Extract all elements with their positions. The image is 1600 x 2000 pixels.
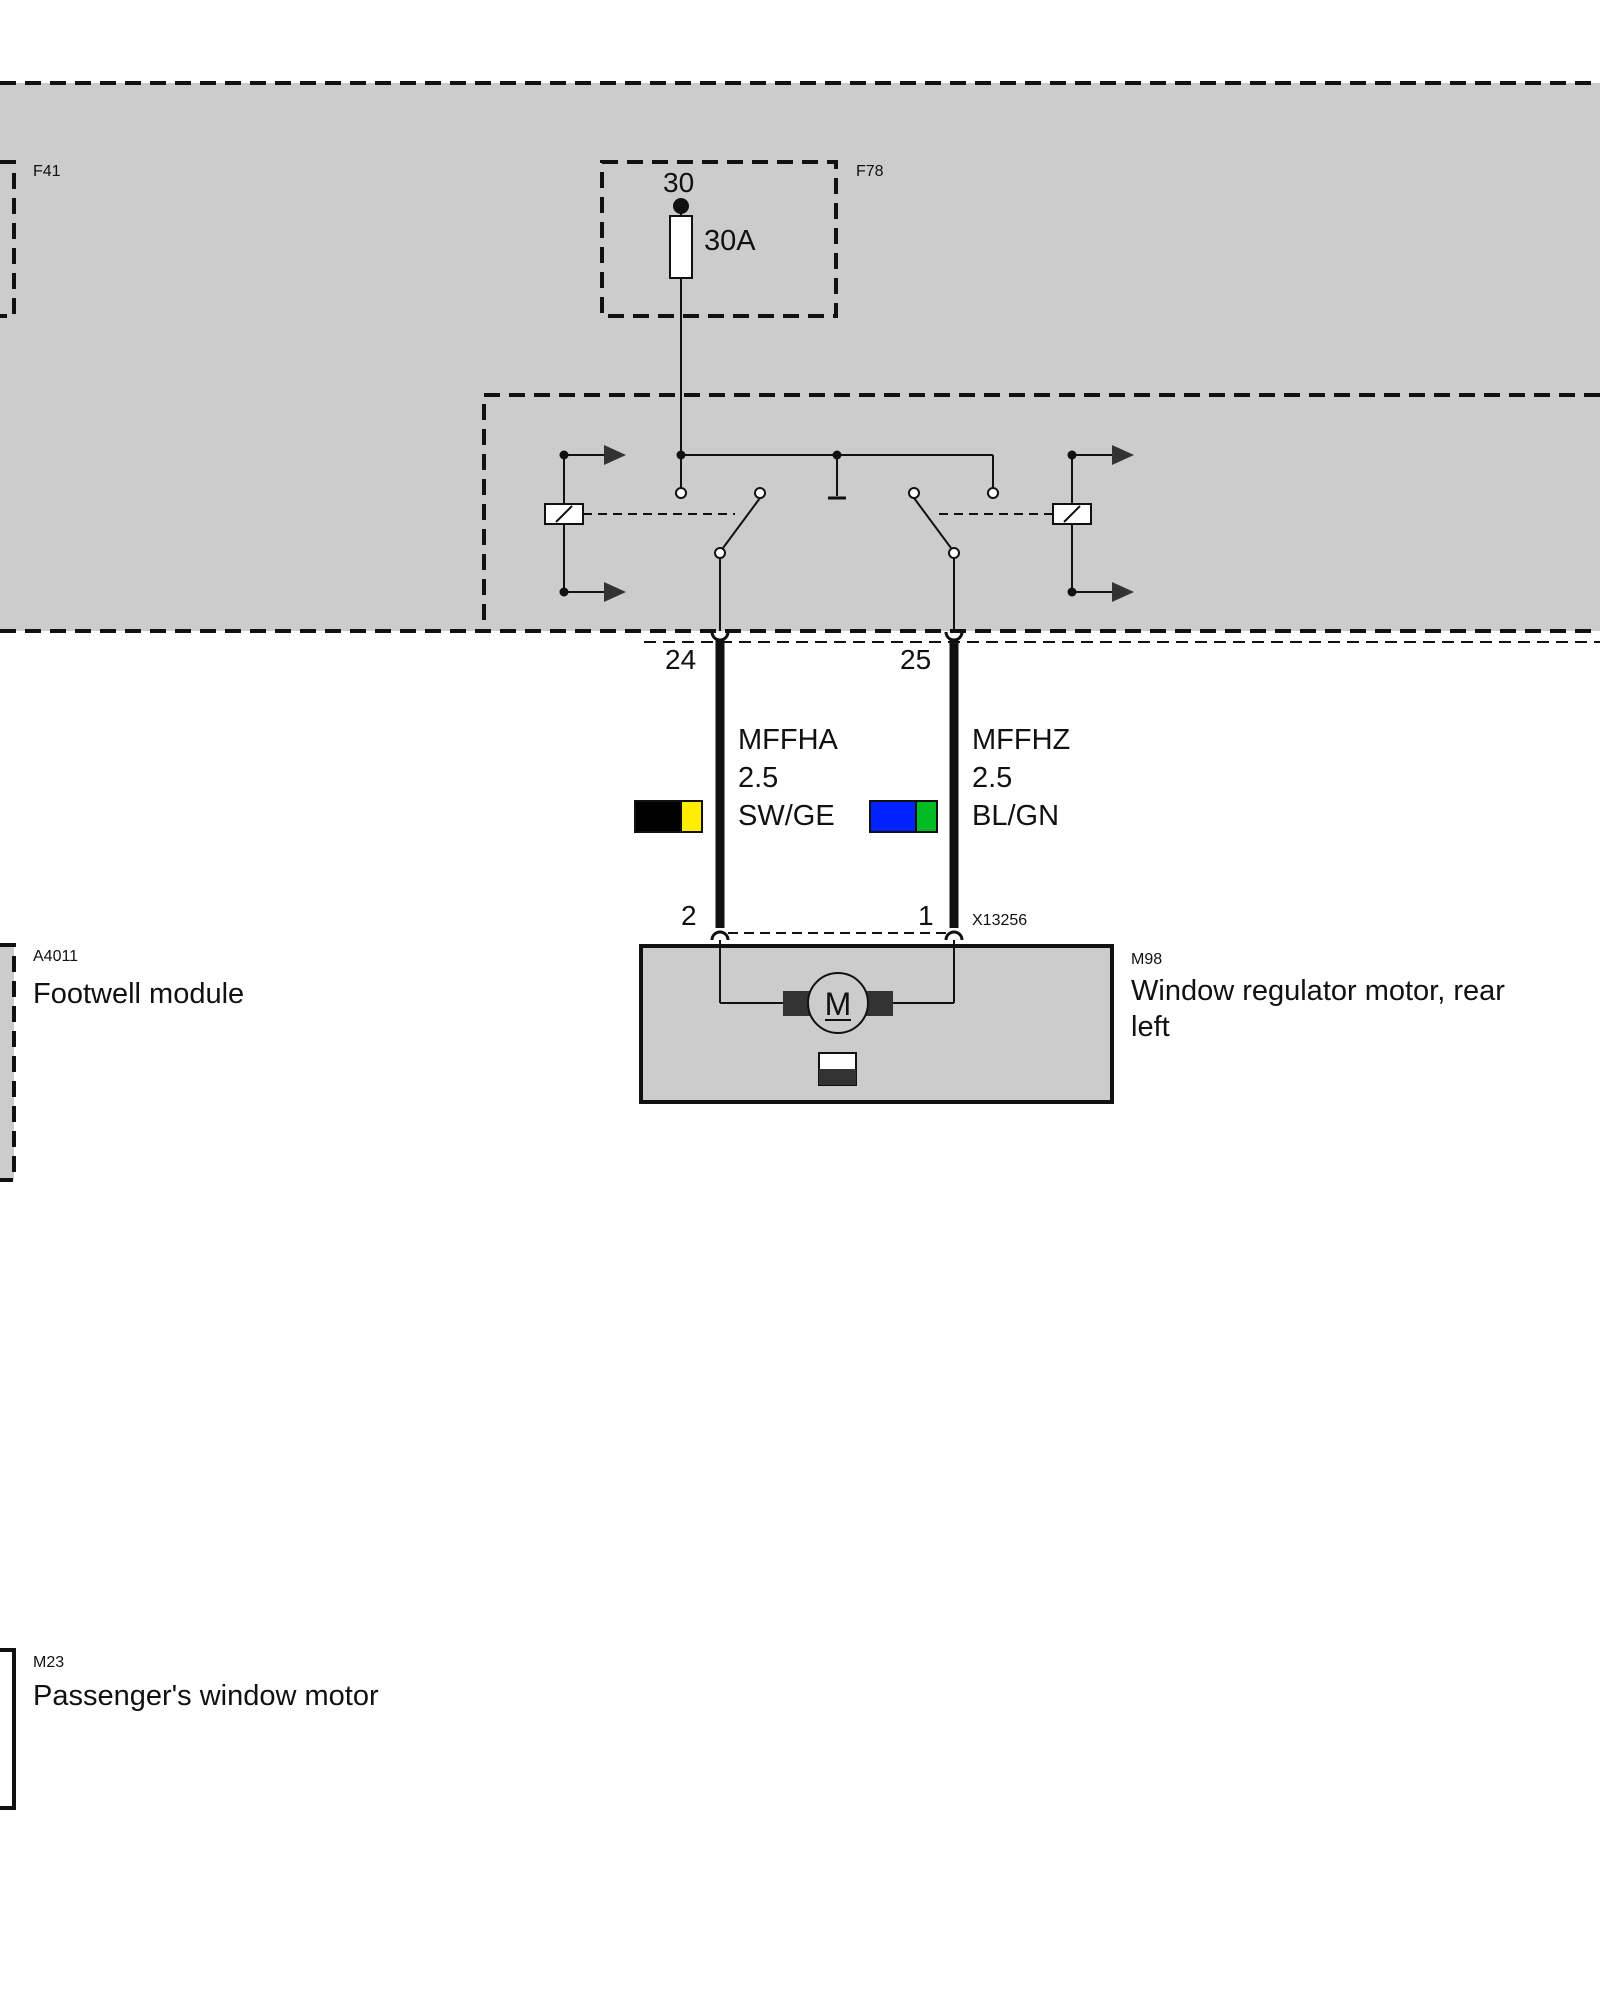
wire-mffha: MFFHA 2.5 SW/GE [634, 631, 839, 941]
fuse-f41-box: F41 [0, 160, 61, 318]
wire-mffha-name: MFFHA [738, 724, 839, 756]
window-icon [818, 1052, 857, 1086]
relay-switch-right [913, 497, 952, 549]
arrow-right-icon [604, 582, 626, 602]
wire-mffhz: MFFHZ 2.5 BL/GN [869, 631, 1070, 941]
pin-24-label: 24 [665, 644, 696, 675]
pin-25-label: 25 [900, 644, 931, 675]
wire-mffhz-color: BL/GN [972, 800, 1059, 832]
relay-switch-left [722, 497, 761, 549]
terminal-30-label: 30 [663, 167, 694, 198]
pin-1-label: 1 [918, 900, 934, 931]
footwell-module-body [0, 81, 1600, 643]
footwell-module-label-group: A4011 Footwell module [0, 943, 244, 1182]
rear-left-motor-component: M M98 Window regulator motor, rear left [639, 940, 1505, 1104]
motor-connector-ref: X13256 [972, 912, 1027, 929]
wire-mffhz-swatch [869, 800, 938, 833]
wire-mffha-gauge: 2.5 [738, 762, 778, 794]
fuse-icon [669, 215, 693, 279]
motor-symbol: M [825, 986, 852, 1022]
fuse-f78-box: F78 30 30A [600, 160, 884, 318]
arrow-right-icon [1112, 445, 1134, 465]
motor-icon: M [783, 972, 893, 1034]
passenger-motor-name: Passenger's window motor [33, 1680, 379, 1712]
wire-mffhz-gauge: 2.5 [972, 762, 1012, 794]
footwell-module-name: Footwell module [33, 978, 244, 1010]
footwell-module-ref: A4011 [33, 948, 78, 965]
rear-motor-name-line2: left [1131, 1011, 1170, 1043]
arrow-right-icon [1112, 582, 1134, 602]
rear-motor-name-line1: Window regulator motor, rear [1131, 975, 1505, 1007]
rear-motor-ref: M98 [1131, 951, 1162, 968]
fuse-f41-ref: F41 [33, 163, 61, 180]
relay-box [482, 316, 1600, 631]
pin-2-label: 2 [681, 900, 697, 931]
arrow-right-icon [604, 445, 626, 465]
wire-mffhz-name: MFFHZ [972, 724, 1070, 756]
wire-mffha-swatch [634, 800, 703, 833]
passenger-motor-ref: M23 [33, 1654, 64, 1671]
passenger-motor-label-group: M23 Passenger's window motor [0, 1648, 379, 1810]
fuse-rating: 30A [704, 225, 756, 257]
wire-mffha-color: SW/GE [738, 800, 835, 832]
fuse-f78-ref: F78 [856, 163, 884, 180]
